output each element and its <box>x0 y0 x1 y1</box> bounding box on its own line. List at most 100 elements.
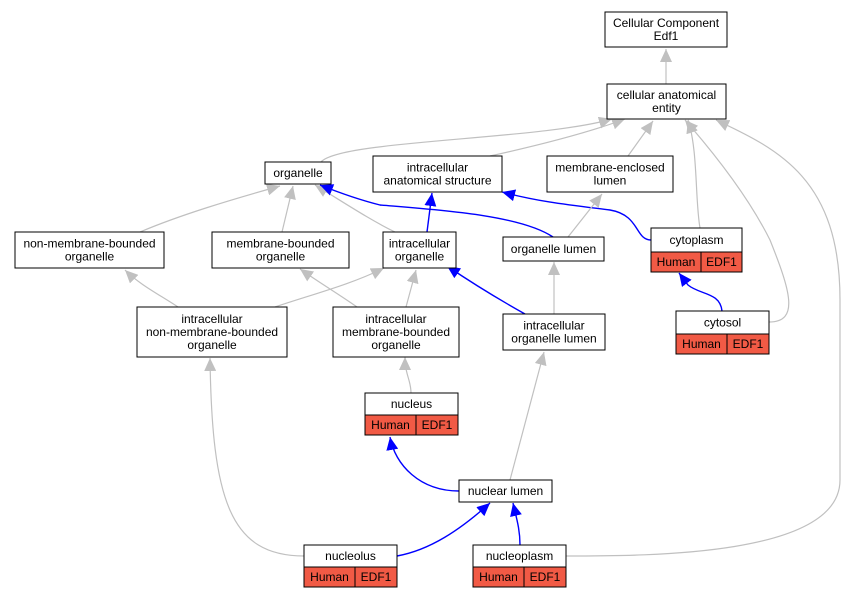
node-label-line: cytosol <box>704 316 741 330</box>
node-label-line: lumen <box>594 174 627 188</box>
edge-membrane-bounded-organelle-to-organelle <box>281 185 296 233</box>
node-box <box>606 83 727 120</box>
node-box <box>650 227 743 253</box>
edge-cytosol-to-cellular-anatomical-entity <box>684 119 790 323</box>
edge-non-membrane-bounded-organelle-to-organelle <box>139 183 281 233</box>
edge-intracellular-non-membrane-bounded-organelle-to-intracellular-organelle <box>274 267 385 308</box>
node-box <box>372 155 503 193</box>
edge-intracellular-organelle-lumen-to-intracellular-organelle <box>446 265 526 315</box>
edge-intracellular-membrane-bounded-organelle-to-membrane-bounded-organelle <box>299 268 358 308</box>
node-label-line: organelle <box>256 250 306 264</box>
node-organelle[interactable]: organelle <box>264 161 332 185</box>
node-label-line: organelle <box>395 250 445 264</box>
node-box <box>502 236 605 262</box>
node-box <box>264 161 332 185</box>
node-label-line: membrane-enclosed <box>555 161 664 175</box>
node-label-line: Cellular Component <box>613 16 720 30</box>
node-box <box>211 231 350 269</box>
edge-intracellular-anatomical-structure-to-cellular-anatomical-entity <box>489 117 626 157</box>
annotation-cell <box>726 333 770 355</box>
node-box <box>382 231 457 269</box>
node-box <box>604 11 728 48</box>
node-label-line: intracellular <box>523 319 584 333</box>
annotation-gene-label: EDF1 <box>733 337 764 351</box>
node-label-line: membrane-bounded <box>342 325 450 339</box>
node-box <box>332 306 460 358</box>
node-label-line: cytoplasm <box>669 233 723 247</box>
node-label-line: entity <box>652 101 681 115</box>
edge-nucleus-to-intracellular-membrane-bounded-organelle <box>399 356 412 394</box>
node-box <box>136 306 288 358</box>
edge-nucleolus-to-intracellular-non-membrane-bounded-organelle <box>204 357 305 557</box>
annotation-gene-label: EDF1 <box>530 570 561 584</box>
node-organelle-lumen[interactable]: organelle lumen <box>502 236 605 262</box>
node-label-line: membrane-bounded <box>226 237 334 251</box>
edge-membrane-enclosed-lumen-to-cellular-anatomical-entity <box>627 120 654 157</box>
node-box <box>14 231 165 269</box>
edge-intracellular-non-membrane-bounded-organelle-to-non-membrane-bounded-organelle <box>124 269 179 308</box>
edge-intracellular-membrane-bounded-organelle-to-intracellular-organelle <box>405 269 419 308</box>
annotation-species-label: Human <box>371 418 410 432</box>
node-label-line: intracellular <box>407 161 468 175</box>
edge-organelle-to-cellular-anatomical-entity <box>320 116 613 163</box>
edge-nucleoplasm-to-nuclear-lumen <box>510 502 522 546</box>
annotation-gene-label: EDF1 <box>422 418 453 432</box>
annotation-cell <box>415 414 459 436</box>
node-label-line: organelle <box>273 166 323 180</box>
edge-nuclear-lumen-to-intracellular-organelle-lumen <box>509 351 547 481</box>
node-label-line: nucleolus <box>325 549 376 563</box>
node-label-line: Edf1 <box>654 29 679 43</box>
node-label-line: organelle lumen <box>511 242 596 256</box>
annotation-gene-label: EDF1 <box>706 255 737 269</box>
edges-layer <box>124 49 841 557</box>
node-label-line: organelle lumen <box>511 332 596 346</box>
node-intracellular-non-membrane-bounded-organelle[interactable]: intracellularnon-membrane-boundedorganel… <box>136 306 288 358</box>
node-label-line: intracellular <box>181 312 242 326</box>
annotation-species-label: Human <box>479 570 518 584</box>
node-label-line: organelle <box>65 250 115 264</box>
annotation-species-label: Human <box>682 337 721 351</box>
node-label-line: non-membrane-bounded <box>23 237 155 251</box>
edge-nuclear-lumen-to-nucleus <box>386 436 460 492</box>
node-label-line: nucleus <box>391 397 432 411</box>
annotation-species-label: Human <box>310 570 349 584</box>
annotation-cell <box>700 251 743 273</box>
node-label-line: cellular anatomical <box>617 88 716 102</box>
node-nuclear-lumen[interactable]: nuclear lumen <box>458 479 553 503</box>
node-box <box>502 313 606 351</box>
node-label-line: nucleoplasm <box>486 549 553 563</box>
node-label-line: intracellular <box>389 237 450 251</box>
annotation-cell <box>354 566 398 588</box>
annotation-gene-label: EDF1 <box>361 570 392 584</box>
node-box <box>458 479 553 503</box>
node-label-line: non-membrane-bounded <box>146 325 278 339</box>
edge-intracellular-organelle-to-intracellular-anatomical-structure <box>424 192 437 233</box>
edge-cytosol-to-cytoplasm <box>678 272 723 312</box>
node-label-line: organelle <box>187 338 237 352</box>
node-box <box>546 155 674 193</box>
node-label-line: intracellular <box>365 312 426 326</box>
edge-nucleolus-to-nuclear-lumen <box>396 502 491 557</box>
annotation-cell <box>523 566 567 588</box>
annotation-species-label: Human <box>657 255 696 269</box>
edge-organelle-lumen-to-membrane-enclosed-lumen <box>567 193 603 238</box>
node-label-line: nuclear lumen <box>468 484 543 498</box>
edge-organelle-lumen-to-organelle <box>319 184 554 238</box>
node-label-line: organelle <box>371 338 421 352</box>
